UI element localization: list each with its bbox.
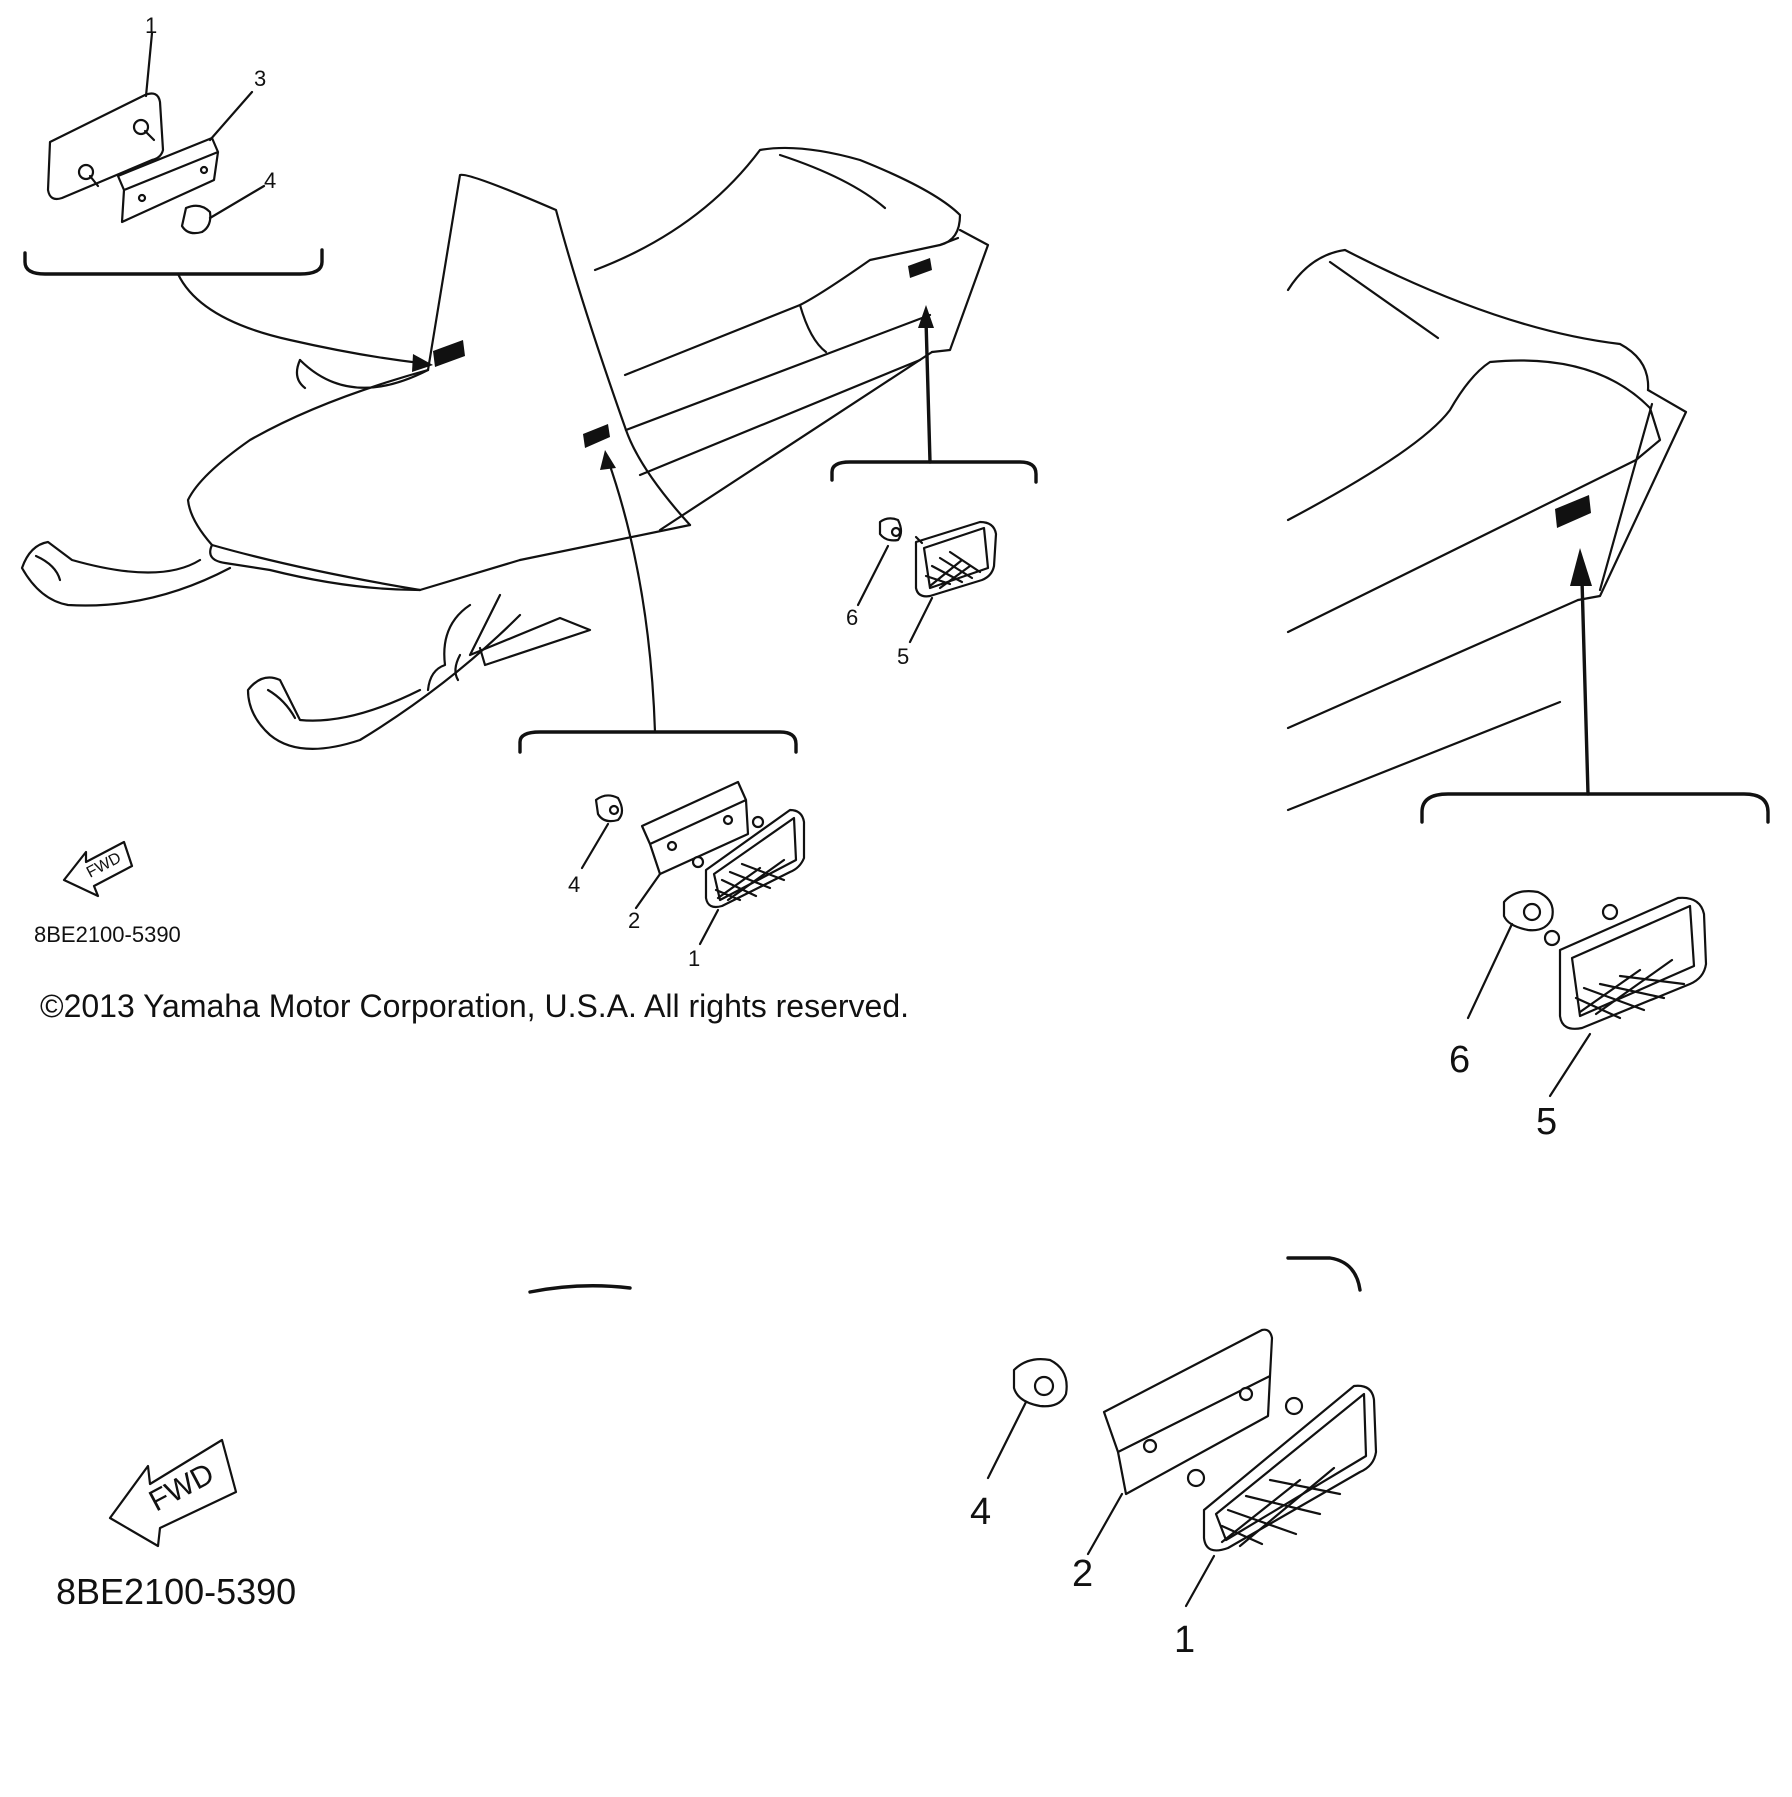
- callout-top-left-1: 1: [145, 13, 157, 38]
- callout-zoom-front-4: 4: [970, 1491, 991, 1533]
- zoom-rear-inset: 6 5: [1420, 548, 1770, 1143]
- zoom-front-inset: 4 2 1: [528, 1256, 1378, 1661]
- rear-reflector-part-5-zoom: [1558, 896, 1708, 1030]
- reflector-mark-windshield: [433, 340, 465, 367]
- callout-front-2: 2: [628, 908, 640, 933]
- fwd-arrow-icon: FWD: [62, 840, 134, 898]
- part-code: 8BE2100-5390: [34, 922, 181, 947]
- inset-front: 4 2 1: [518, 450, 806, 971]
- reflector-mark-zoom-rear: [1555, 495, 1591, 528]
- callout-rear-6: 6: [846, 605, 858, 630]
- callout-zoom-rear-6: 6: [1449, 1039, 1470, 1081]
- callout-top-left-4: 4: [264, 168, 276, 193]
- backing-plate-part-2: [640, 780, 750, 876]
- fwd-arrow-large-icon: FWD: [108, 1438, 238, 1548]
- backing-plate-part-2-zoom: [1102, 1328, 1274, 1496]
- front-reflector-part-1-zoom: [1202, 1384, 1378, 1552]
- callout-zoom-rear-5: 5: [1536, 1101, 1557, 1143]
- snowmobile-outline: [20, 146, 990, 750]
- callout-front-4: 4: [568, 872, 580, 897]
- part-code-large: 8BE2100-5390: [56, 1571, 296, 1612]
- copyright-text: ©2013 Yamaha Motor Corporation, U.S.A. A…: [40, 988, 910, 1024]
- reflector-mark-hood: [583, 424, 610, 448]
- nut-part-4: [180, 204, 212, 235]
- callout-zoom-front-2: 2: [1072, 1553, 1093, 1595]
- callout-front-1: 1: [688, 946, 700, 971]
- callout-rear-5: 5: [897, 644, 909, 669]
- callout-top-left-3: 3: [254, 66, 266, 91]
- zoom-rear-outline: [1286, 248, 1688, 812]
- reflector-location-marks: [433, 258, 932, 448]
- inset-top-left: 1 3 4: [23, 13, 433, 372]
- inset-rear: 6 5: [830, 305, 1038, 669]
- rear-reflector-part-5: [914, 520, 998, 598]
- reflector-mark-seat: [908, 258, 932, 278]
- front-reflector-part-1: [704, 808, 806, 909]
- reflector-plate-part-1: [46, 92, 165, 201]
- callout-zoom-front-1: 1: [1174, 1619, 1195, 1661]
